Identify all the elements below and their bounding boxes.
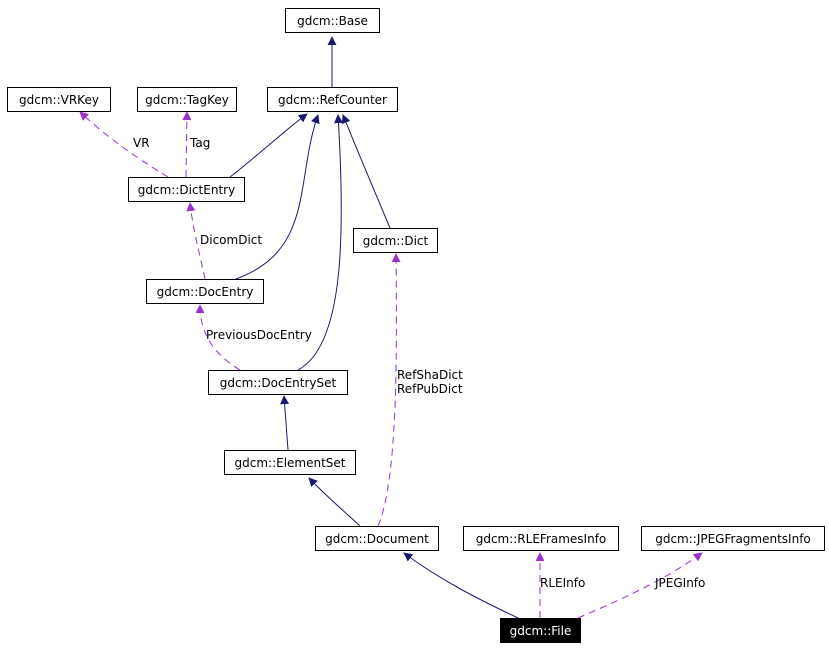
edge-dictentry-uses-vrkey	[79, 111, 169, 178]
node-docentryset[interactable]: gdcm::DocEntrySet	[208, 370, 348, 395]
edge-label-dicomdict: DicomDict	[200, 233, 263, 247]
edge-docentry-uses-dictentry	[186, 202, 206, 280]
node-dict[interactable]: gdcm::Dict	[353, 228, 438, 253]
node-vrkey[interactable]: gdcm::VRKey	[7, 87, 111, 112]
edge-docentry-to-refcounter	[235, 114, 320, 280]
node-jpegfragmentsinfo[interactable]: gdcm::JPEGFragmentsInfo	[641, 526, 825, 551]
edge-file-uses-jpegfragmentsinfo	[577, 552, 703, 619]
edge-dict-to-refcounter	[341, 114, 391, 229]
node-base[interactable]: gdcm::Base	[285, 8, 380, 33]
node-dictentry[interactable]: gdcm::DictEntry	[128, 177, 245, 202]
edge-label-previousdocentry: PreviousDocEntry	[206, 328, 312, 342]
edge-elementset-to-docentryset	[280, 395, 290, 451]
edge-document-uses-dict	[377, 253, 401, 527]
edge-document-to-elementset	[308, 477, 361, 527]
edge-label-jpeginfo: JPEGInfo	[655, 576, 706, 590]
node-elementset[interactable]: gdcm::ElementSet	[224, 450, 356, 475]
node-tagkey[interactable]: gdcm::TagKey	[137, 87, 237, 112]
node-file[interactable]: gdcm::File	[500, 618, 581, 643]
edge-label-tag: Tag	[190, 136, 211, 150]
edge-docentryset-to-refcounter	[297, 114, 343, 371]
node-rleframesinfo[interactable]: gdcm::RLEFramesInfo	[463, 526, 619, 551]
edge-docentryset-uses-docentry	[195, 304, 241, 371]
edge-dictentry-to-refcounter	[229, 113, 308, 178]
node-refcounter[interactable]: gdcm::RefCounter	[267, 87, 398, 112]
edge-dictentry-uses-tagkey	[182, 111, 192, 178]
edge-label-vr: VR	[133, 136, 150, 150]
node-document[interactable]: gdcm::Document	[315, 526, 439, 551]
edge-label-refshadict: RefShaDict	[397, 368, 463, 382]
edge-label-rleinfo: RLEInfo	[540, 576, 586, 590]
edge-file-to-document	[403, 552, 519, 619]
edge-label-refpubdict: RefPubDict	[397, 382, 463, 396]
node-docentry[interactable]: gdcm::DocEntry	[146, 279, 264, 304]
